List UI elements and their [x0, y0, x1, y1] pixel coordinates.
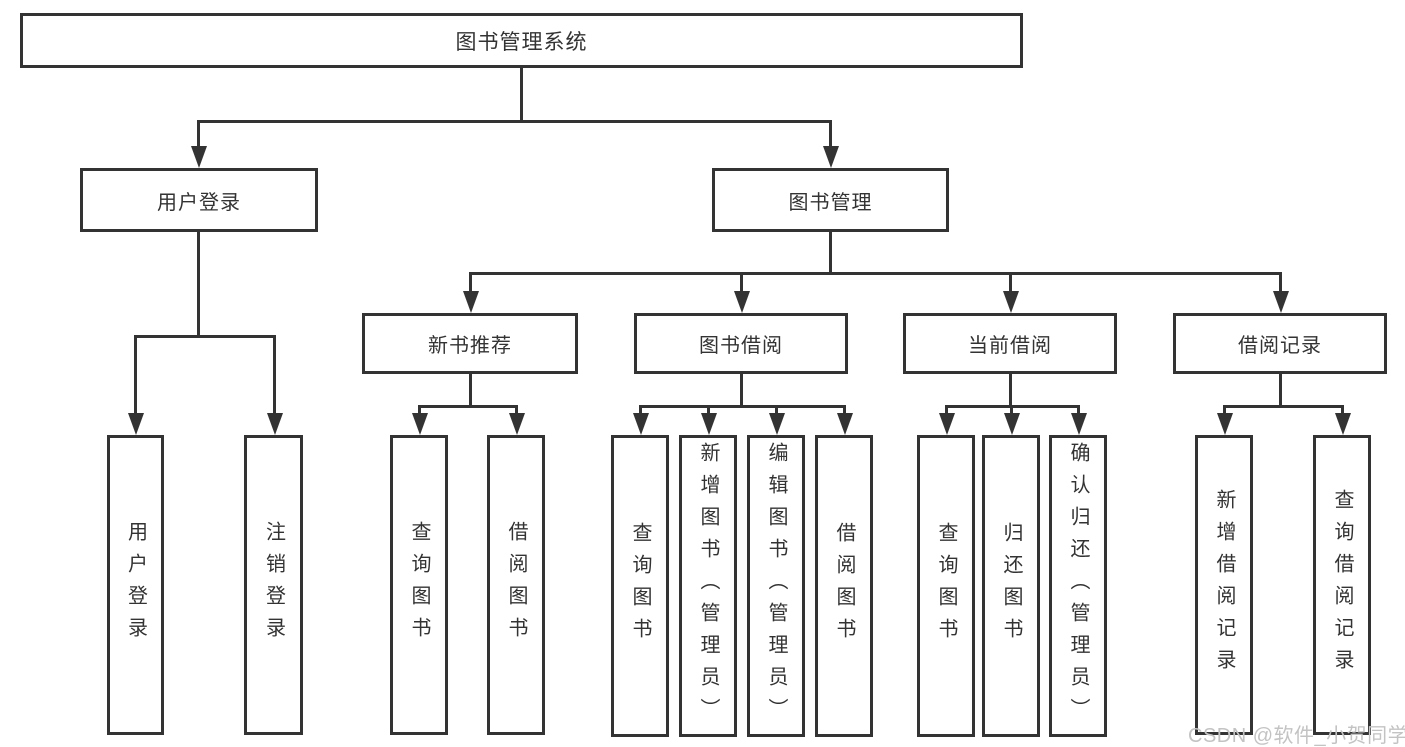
- edge-drop-rec-borrow: [515, 405, 518, 415]
- leaf-cb-confirm-return-label: 确认归还（管理员）: [1067, 442, 1089, 730]
- leaf-bb-add-books: 新增图书（管理员）: [679, 435, 737, 737]
- leaf-logout-label: 注销登录: [262, 521, 285, 649]
- leaf-cb-return-books: 归还图书: [982, 435, 1040, 737]
- edge-drop-bb-query: [639, 405, 642, 415]
- leaf-rec-query-books-label: 查询图书: [408, 521, 430, 649]
- leaf-bb-borrow-books: 借阅图书: [815, 435, 873, 737]
- arrow-down-icon: [1003, 291, 1019, 313]
- leaf-bb-edit-books-label: 编辑图书（管理员）: [765, 442, 787, 730]
- edge-drop-borrow-records: [1279, 272, 1282, 293]
- leaf-rec-borrow-books: 借阅图书: [487, 435, 545, 735]
- edge-drop-br-add: [1223, 405, 1226, 415]
- edge-user-login-rail: [135, 335, 275, 338]
- leaf-cb-confirm-return: 确认归还（管理员）: [1049, 435, 1107, 737]
- edge-drop-cb-confirm: [1077, 405, 1080, 415]
- edge-borrow-records-rail: [1224, 405, 1342, 408]
- edge-book-borrow-rail: [640, 405, 844, 408]
- arrow-down-icon: [1071, 413, 1087, 435]
- leaf-bb-query-books: 查询图书: [611, 435, 669, 737]
- edge-drop-cb-return: [1010, 405, 1013, 415]
- arrow-down-icon: [191, 146, 207, 168]
- leaf-bb-borrow-books-label: 借阅图书: [833, 522, 855, 650]
- arrow-down-icon: [509, 413, 525, 435]
- arrow-down-icon: [823, 146, 839, 168]
- edge-drop-bb-edit: [775, 405, 778, 415]
- leaf-bb-add-books-label: 新增图书（管理员）: [697, 442, 719, 730]
- edge-drop-bb-add: [707, 405, 710, 415]
- edge-drop-leaf-logout: [273, 335, 276, 415]
- arrow-down-icon: [1273, 291, 1289, 313]
- node-book-mgmt: 图书管理: [712, 168, 949, 232]
- arrow-down-icon: [837, 413, 853, 435]
- edge-drop-leaf-user-login: [134, 335, 137, 415]
- edge-book-mgmt-stem: [829, 232, 832, 272]
- arrow-down-icon: [939, 413, 955, 435]
- leaf-cb-return-books-label: 归还图书: [1000, 522, 1022, 650]
- node-borrow-records: 借阅记录: [1173, 313, 1387, 374]
- arrow-down-icon: [1335, 413, 1351, 435]
- arrow-down-icon: [633, 413, 649, 435]
- arrow-down-icon: [128, 413, 144, 435]
- leaf-cb-query-books: 查询图书: [917, 435, 975, 737]
- edge-root-drop-user-login: [197, 120, 200, 148]
- edge-drop-current-borrow: [1009, 272, 1012, 293]
- leaf-cb-query-books-label: 查询图书: [935, 522, 957, 650]
- edge-drop-rec-query: [418, 405, 421, 415]
- node-current-borrow: 当前借阅: [903, 313, 1117, 374]
- edge-drop-br-query: [1341, 405, 1344, 415]
- leaf-bb-query-books-label: 查询图书: [629, 522, 651, 650]
- arrow-down-icon: [1217, 413, 1233, 435]
- arrow-down-icon: [267, 413, 283, 435]
- arrow-down-icon: [734, 291, 750, 313]
- edge-book-borrow-stem: [740, 374, 743, 405]
- csdn-watermark: CSDN @软件_小贺同学: [1188, 725, 1405, 747]
- leaf-user-login-label: 用户登录: [124, 521, 147, 649]
- node-root: 图书管理系统: [20, 13, 1023, 68]
- node-user-login: 用户登录: [80, 168, 318, 232]
- leaf-br-query-record: 查询借阅记录: [1313, 435, 1371, 735]
- edge-drop-new-book-rec: [469, 272, 472, 293]
- leaf-rec-borrow-books-label: 借阅图书: [505, 521, 527, 649]
- leaf-br-add-record-label: 新增借阅记录: [1213, 489, 1235, 681]
- edge-drop-book-borrow: [740, 272, 743, 293]
- leaf-br-query-record-label: 查询借阅记录: [1331, 489, 1353, 681]
- edge-book-mgmt-rail: [470, 272, 1280, 275]
- leaf-bb-edit-books: 编辑图书（管理员）: [747, 435, 805, 737]
- edge-new-book-rec-stem: [469, 374, 472, 405]
- node-new-book-rec: 新书推荐: [362, 313, 578, 374]
- arrow-down-icon: [701, 413, 717, 435]
- arrow-down-icon: [412, 413, 428, 435]
- edge-borrow-records-stem: [1279, 374, 1282, 405]
- edge-drop-cb-query: [945, 405, 948, 415]
- edge-user-login-stem: [197, 232, 200, 335]
- node-book-borrow: 图书借阅: [634, 313, 848, 374]
- arrow-down-icon: [1004, 413, 1020, 435]
- arrow-down-icon: [769, 413, 785, 435]
- leaf-logout: 注销登录: [244, 435, 303, 735]
- leaf-user-login: 用户登录: [107, 435, 164, 735]
- edge-root-drop-book-mgmt: [829, 120, 832, 148]
- edge-new-book-rec-rail: [419, 405, 516, 408]
- edge-drop-bb-borrow: [843, 405, 846, 415]
- leaf-br-add-record: 新增借阅记录: [1195, 435, 1253, 735]
- edge-current-borrow-stem: [1009, 374, 1012, 405]
- edge-root-rail: [198, 120, 831, 123]
- arrow-down-icon: [463, 291, 479, 313]
- leaf-rec-query-books: 查询图书: [390, 435, 448, 735]
- edge-root-stem: [520, 68, 523, 120]
